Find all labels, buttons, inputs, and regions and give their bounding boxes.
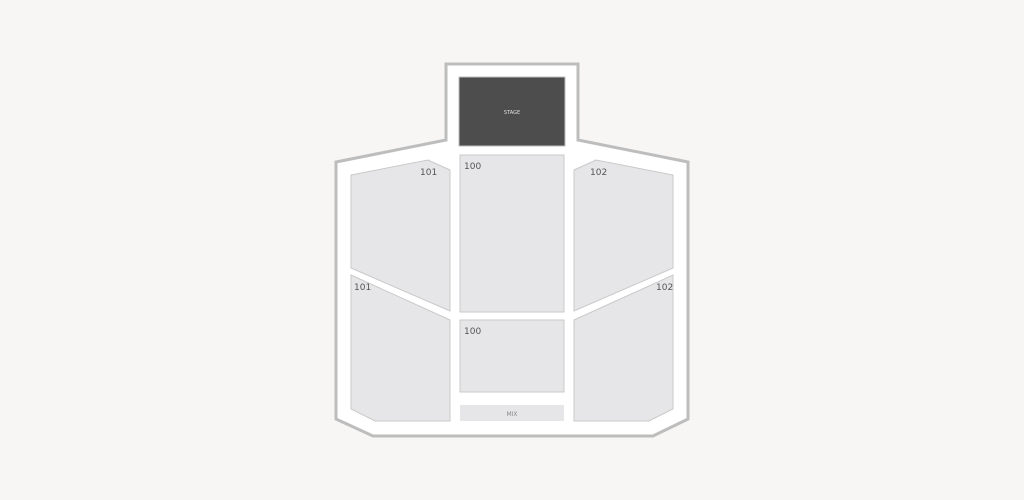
section-102-rear-label: 102 — [656, 283, 673, 293]
section-101-front[interactable]: 101 — [350, 159, 451, 312]
section-101-rear-label: 101 — [354, 283, 371, 293]
section-102-rear-shape[interactable] — [573, 274, 674, 422]
section-100-front[interactable]: 100 — [459, 154, 565, 313]
section-100-rear-shape[interactable] — [459, 319, 565, 393]
section-102-rear[interactable]: 102 — [573, 274, 674, 422]
stage-label: STAGE — [504, 110, 520, 116]
section-102-front[interactable]: 102 — [573, 159, 674, 312]
section-102-front-shape[interactable] — [573, 159, 674, 312]
section-100-rear[interactable]: 100 — [459, 319, 565, 393]
mix-label: MIX — [506, 411, 517, 418]
stage-block — [458, 76, 566, 147]
mix-area: MIX — [460, 405, 564, 421]
section-101-front-label: 101 — [420, 168, 437, 178]
section-102-front-label: 102 — [590, 168, 607, 178]
section-100-front-label: 100 — [464, 162, 481, 172]
section-101-rear-shape[interactable] — [350, 274, 451, 422]
section-101-front-shape[interactable] — [350, 159, 451, 312]
section-100-rear-label: 100 — [464, 327, 481, 337]
section-100-front-shape[interactable] — [459, 154, 565, 313]
section-101-rear[interactable]: 101 — [350, 274, 451, 422]
mix-block — [460, 405, 564, 421]
stage: STAGE — [458, 76, 566, 147]
